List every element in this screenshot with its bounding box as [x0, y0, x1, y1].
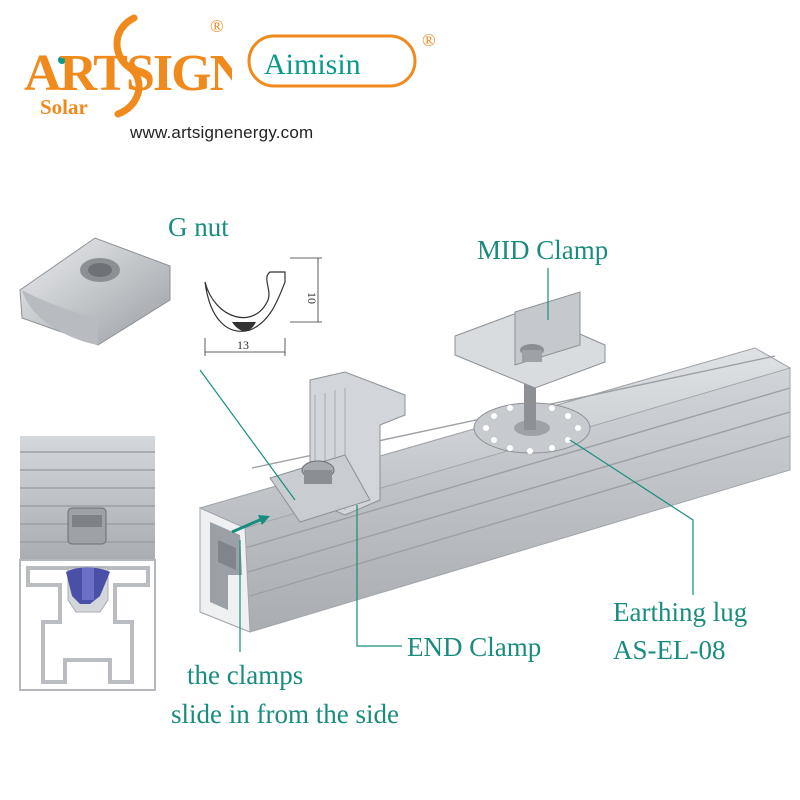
slide-direction-arrow — [231, 515, 270, 534]
leader-earthing-lug — [569, 439, 694, 595]
dimension-width: 13 — [237, 338, 249, 352]
label-earthing-lug-model: AS-EL-08 — [613, 635, 726, 665]
rail-cross-section-inset — [19, 436, 156, 691]
leader-g-nut — [199, 369, 296, 501]
label-earthing-lug: Earthing lug — [613, 597, 748, 627]
label-g-nut: G nut — [168, 212, 229, 242]
artsign-logo-sub: Solar — [40, 95, 88, 119]
mid-clamp-part — [454, 291, 606, 389]
label-mid-clamp: MID Clamp — [477, 235, 609, 265]
g-nut-3d — [19, 237, 171, 346]
artsign-logo: ARTSIGN Solar ® — [24, 14, 232, 119]
dimension-height: 10 — [305, 292, 319, 304]
registered-mark: ® — [210, 16, 224, 36]
artsign-logo-text: ARTSIGN — [24, 45, 232, 102]
label-end-clamp: END Clamp — [407, 632, 542, 662]
label-slide-line1: the clamps — [187, 660, 304, 690]
earthing-lug-part — [473, 380, 591, 454]
aimisin-logo-text: Aimisin — [264, 48, 361, 81]
label-slide-line2: slide in from the side — [171, 699, 399, 729]
aimisin-registered-mark: ® — [422, 30, 436, 50]
leader-end-clamp — [356, 505, 402, 647]
leader-lines — [199, 268, 694, 652]
website-url: www.artsignenergy.com — [130, 123, 314, 142]
end-clamp-part — [269, 371, 406, 523]
g-nut-profile — [204, 257, 322, 356]
aimisin-logo: Aimisin ® — [247, 30, 436, 88]
